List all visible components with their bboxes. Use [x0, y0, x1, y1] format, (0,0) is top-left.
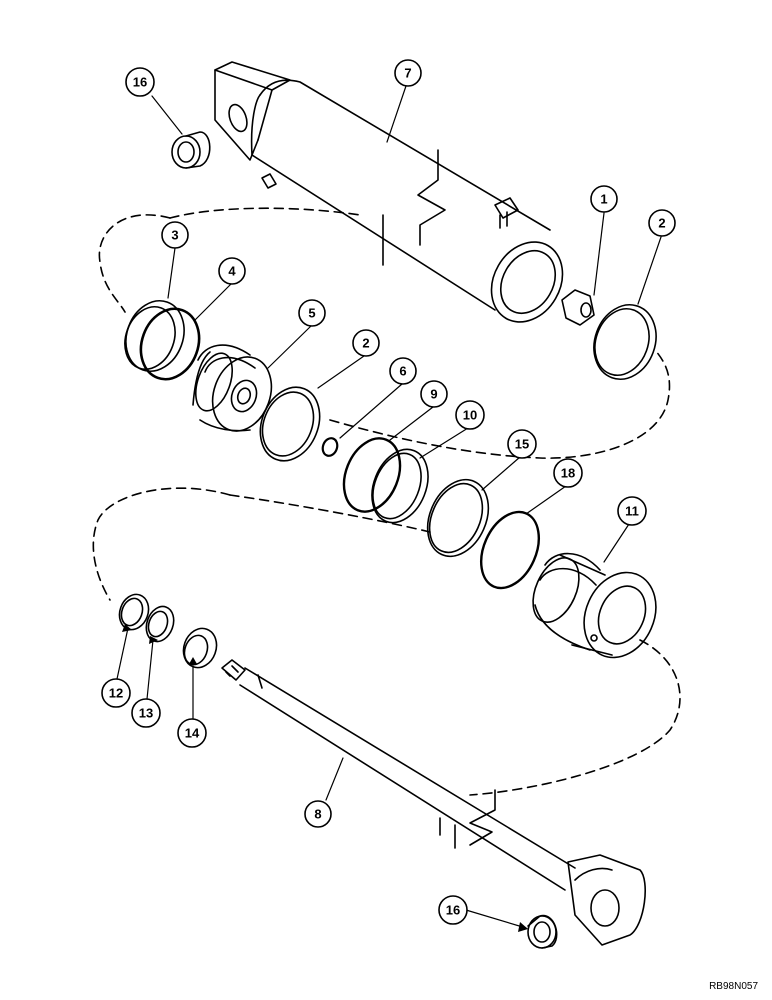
callout-18: 18 [553, 458, 583, 488]
callout-2-mid: 2 [352, 329, 380, 357]
callout-12: 12 [101, 678, 131, 708]
assembly-dashed-loop-lower-top [229, 494, 431, 533]
cylinder-barrel [214, 61, 564, 323]
callout-circle [420, 380, 448, 408]
callout-circle [177, 718, 207, 748]
callout-6: 6 [389, 357, 417, 385]
callout-15: 15 [507, 429, 537, 459]
callout-14: 14 [177, 718, 207, 748]
callout-circle [394, 59, 422, 87]
bushing-bottom [527, 915, 558, 949]
callout-5: 5 [298, 299, 326, 327]
assembly-dashed-loop-upper-top [169, 207, 361, 219]
callout-label: 2 [658, 216, 665, 231]
callout-1: 1 [590, 185, 618, 213]
o-ring-6 [321, 437, 339, 457]
drawing-reference-code: RB98N057 [709, 981, 758, 992]
callout-16-bottom: 16 [438, 895, 468, 925]
callout-circle [389, 357, 417, 385]
piston [192, 344, 273, 432]
callout-circle [455, 400, 485, 430]
callout-circle [101, 678, 131, 708]
callout-label: 4 [228, 264, 236, 279]
callout-label: 16 [133, 75, 147, 90]
assembly-dashed-loop-upper [98, 214, 671, 459]
callout-4: 4 [218, 257, 246, 285]
callout-8: 8 [304, 800, 332, 828]
leader-lines [116, 85, 662, 929]
callout-9: 9 [420, 380, 448, 408]
backup-ring-mid [259, 386, 321, 462]
callout-circle [298, 299, 326, 327]
callout-label: 2 [362, 336, 369, 351]
callout-circle [131, 698, 161, 728]
callout-circle [507, 429, 537, 459]
callout-label: 8 [314, 807, 321, 822]
callout-11: 11 [617, 496, 647, 526]
assembly-dashed-loop-lower [92, 487, 681, 796]
callout-2-right: 2 [648, 209, 676, 237]
callout-label: 1 [600, 192, 607, 207]
callout-label: 6 [399, 364, 406, 379]
wear-ring [124, 300, 185, 372]
gland [532, 552, 657, 659]
callout-circle [352, 329, 380, 357]
callout-10: 10 [455, 400, 485, 430]
callout-label: 16 [446, 903, 460, 918]
callout-circle [125, 67, 155, 97]
callout-label: 9 [430, 387, 437, 402]
callout-13: 13 [131, 698, 161, 728]
wiper-ring-12 [118, 593, 150, 631]
leader-arrowheads [122, 624, 528, 932]
callout-label: 13 [139, 706, 153, 721]
seal-ring-4 [139, 307, 201, 381]
piston-rod [221, 659, 646, 946]
backup-ring-right [593, 304, 657, 380]
callout-label: 5 [308, 306, 315, 321]
backup-ring-10 [371, 448, 429, 524]
seal-13 [145, 605, 175, 643]
ring-15 [426, 478, 490, 558]
callout-circle [161, 221, 189, 249]
callout-label: 3 [171, 228, 178, 243]
callout-circle [304, 800, 332, 828]
callout-circle [590, 185, 618, 213]
bushing-top [171, 131, 211, 169]
o-ring-9 [342, 437, 402, 513]
wiper-14 [182, 627, 218, 669]
callout-label: 12 [109, 686, 123, 701]
callout-3: 3 [161, 221, 189, 249]
callout-circle [617, 496, 647, 526]
callout-circle [553, 458, 583, 488]
callout-circle [218, 257, 246, 285]
callout-label: 18 [561, 466, 575, 481]
callout-label: 7 [404, 66, 411, 81]
callout-label: 15 [515, 437, 529, 452]
callout-16-top: 16 [125, 67, 155, 97]
nut [561, 289, 595, 326]
callout-7: 7 [394, 59, 422, 87]
callout-label: 11 [625, 504, 639, 519]
callout-label: 10 [463, 408, 477, 423]
callout-circle [648, 209, 676, 237]
callout-label: 14 [185, 726, 200, 741]
callout-circle [438, 895, 468, 925]
